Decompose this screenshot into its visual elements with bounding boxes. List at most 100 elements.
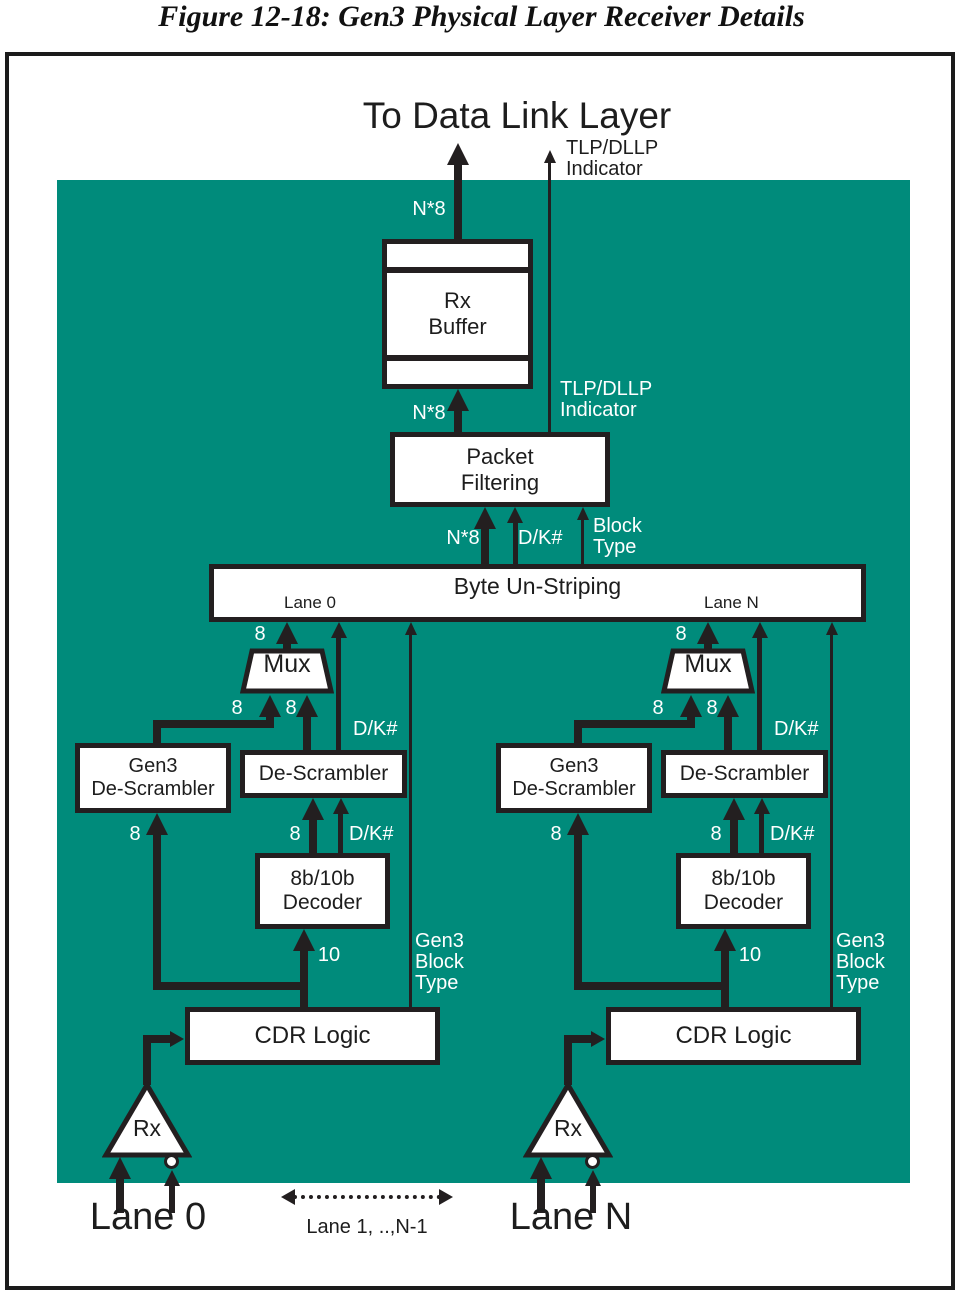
packet-filtering-line2: Filtering: [460, 469, 540, 495]
indicator-word: Indicator: [560, 399, 637, 421]
type-word: Type: [836, 972, 880, 994]
serial-input-line: [537, 1177, 545, 1213]
arrowhead-up: [723, 798, 745, 820]
bus-line: [153, 833, 161, 990]
descrambler-label: De-Scrambler: [258, 761, 389, 785]
8b10b-decoder-block: 8b/10b Decoder: [255, 853, 390, 929]
bus-line: [283, 642, 291, 650]
elbow-line: [153, 982, 308, 990]
block-word: Block: [836, 951, 885, 973]
dk-label: D/K#: [518, 527, 563, 549]
width-8-label: 8: [285, 697, 297, 719]
arrowhead-up: [302, 798, 324, 820]
rx-amplifier-shape: [523, 1081, 613, 1158]
receiver-logic-panel: 8 Mux 8 8 D/K# Gen3 Block Type: [57, 180, 910, 1213]
gen3-word: Gen3: [415, 930, 464, 952]
dk-label: D/K#: [770, 823, 815, 845]
arrowhead-up: [474, 507, 496, 529]
elbow-line: [153, 720, 274, 728]
tlp-dllp-word: TLP/DLLP: [566, 137, 659, 159]
arrowhead-up: [507, 507, 523, 523]
block-type-line: [409, 635, 412, 1007]
elbow-line: [153, 720, 161, 744]
arrowhead-up: [331, 622, 347, 638]
tlp-dllp-word: TLP/DLLP: [560, 378, 653, 400]
bus-line: [454, 409, 462, 432]
rx-amplifier-shape: [102, 1081, 192, 1158]
decoder-line2: Decoder: [703, 891, 784, 914]
arrowhead-up: [259, 695, 281, 717]
to-dll-arrowhead: [447, 143, 469, 165]
width-8-label: 8: [254, 623, 266, 645]
cdr-logic-label: CDR Logic: [675, 1022, 792, 1050]
indicator-word: Indicator: [566, 158, 643, 180]
arrowhead-up: [567, 813, 589, 835]
arrowhead-up: [109, 1157, 131, 1179]
laneN-datapath: 8 Mux 8 8 D/K# Gen3 Block Type: [478, 180, 910, 1213]
dk-label: D/K#: [774, 718, 819, 740]
byte-unstriping-laneN-port: Lane N: [704, 593, 759, 613]
width-8-label: 8: [289, 823, 301, 845]
bus-line: [303, 715, 311, 750]
gen3-block-type-label: Gen3 Block Type: [415, 931, 464, 994]
gen3-descrambler-line1: Gen3: [549, 755, 599, 777]
elbow-line: [574, 982, 729, 990]
gen3-descrambler-line2: De-Scrambler: [512, 778, 636, 800]
bus-line: [730, 818, 738, 853]
bus-line: [574, 833, 582, 990]
arrowhead-up: [333, 798, 349, 814]
lane-range-label: Lane 1, ..,N-1: [306, 1216, 428, 1238]
width-8-label: 8: [706, 697, 718, 719]
descrambler-label: De-Scrambler: [679, 761, 810, 785]
n8-label: N*8: [412, 198, 446, 220]
gen3-word: Gen3: [836, 930, 885, 952]
decoder-line1: 8b/10b: [290, 866, 355, 890]
width-8-label: 8: [710, 823, 722, 845]
gen3-block-type-label: Gen3 Block Type: [836, 931, 885, 994]
elbow-line: [564, 1035, 572, 1085]
block-type-line: [581, 520, 584, 564]
arrowhead-up: [164, 1170, 180, 1186]
cdr-logic-block: CDR Logic: [606, 1007, 861, 1065]
bus-line: [724, 715, 732, 750]
arrowhead-up: [752, 622, 768, 638]
rx-buffer-line1: Rx: [444, 287, 471, 313]
dk-line: [513, 523, 518, 564]
arrowhead-up: [717, 695, 739, 717]
arrowhead-up: [577, 507, 589, 520]
mux-shape: [240, 648, 334, 694]
serial-input-line: [590, 1184, 596, 1213]
serial-input-line: [169, 1184, 175, 1213]
dotted-line: [293, 1195, 441, 1199]
elbow-line: [574, 720, 695, 728]
width-8-label: 8: [550, 823, 562, 845]
arrowhead-up: [680, 695, 702, 717]
byte-unstriping-lane0-port: Lane 0: [284, 593, 336, 613]
width-8-label: 8: [652, 697, 664, 719]
block-type-line: [830, 635, 833, 1007]
rx-amp-label: Rx: [132, 1115, 162, 1141]
arrowhead-right: [439, 1189, 453, 1205]
arrowhead-up: [530, 1157, 552, 1179]
arrowhead-up: [585, 1170, 601, 1186]
elbow-line: [143, 1035, 173, 1043]
8b10b-decoder-block: 8b/10b Decoder: [676, 853, 811, 929]
arrowhead-up: [296, 695, 318, 717]
mux-shape: [661, 648, 755, 694]
packet-filtering-block: Packet Filtering: [390, 432, 610, 507]
block-word: Block: [593, 515, 642, 537]
type-word: Type: [593, 536, 637, 558]
mux-label: Mux: [684, 650, 732, 678]
arrowhead-up: [697, 622, 719, 644]
bus-line: [481, 527, 489, 564]
serial-input-line: [116, 1177, 124, 1213]
tlp-dllp-indicator-label-mid: TLP/DLLP Indicator: [560, 379, 652, 421]
dk-line: [757, 638, 762, 750]
gen3-descrambler-block: Gen3 De-Scrambler: [496, 743, 652, 813]
dk-line: [338, 814, 343, 853]
cdr-logic-block: CDR Logic: [185, 1007, 440, 1065]
decoder-line1: 8b/10b: [711, 866, 776, 890]
gen3-descrambler-line2: De-Scrambler: [91, 778, 215, 800]
lane-range-arrow: [281, 1189, 453, 1205]
n8-label: N*8: [412, 402, 446, 424]
